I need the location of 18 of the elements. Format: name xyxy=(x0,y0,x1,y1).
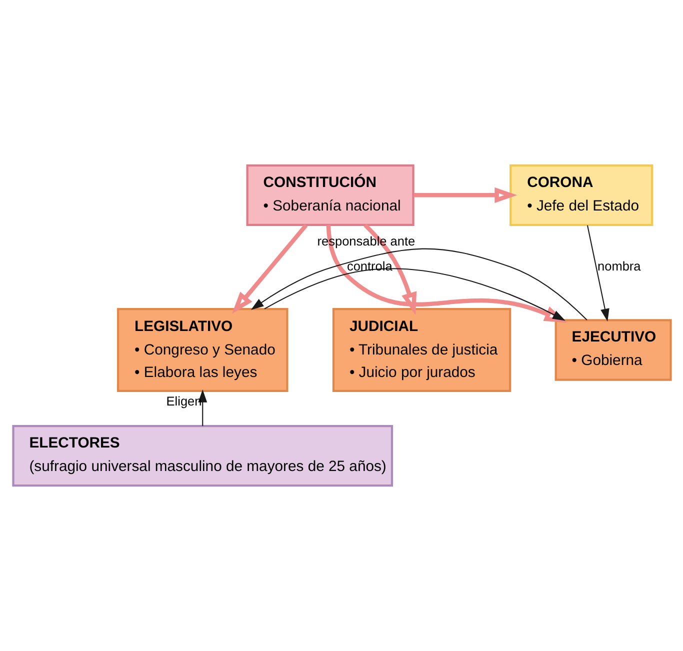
edge-label: controla xyxy=(346,258,392,274)
edge-label: Eligen xyxy=(166,393,202,408)
arrow xyxy=(264,268,565,321)
node-box: LEGISLATIVO • Congreso y Senado • Elabora las leyes xyxy=(116,308,288,392)
arrow xyxy=(198,390,207,426)
node-box: ELECTORES (sufragio universal masculino de mayores de 25 años) xyxy=(12,424,393,487)
arrow xyxy=(363,224,416,315)
arrow xyxy=(231,224,308,314)
edge-label: nombra xyxy=(597,258,640,274)
node-box: CORONA • Jefe del Estado xyxy=(509,164,653,226)
node-box: EJECUTIVO • Gobierna xyxy=(554,319,672,381)
node-box: CONSTITUCIÓN • Soberanía nacional xyxy=(246,164,414,226)
arrow xyxy=(413,187,517,204)
arrow xyxy=(250,248,587,320)
edge-label: responsable ante xyxy=(316,233,415,248)
node-box: JUDICIAL • Tribunales de justicia • Juicio por jurados xyxy=(332,308,511,392)
arrow xyxy=(586,225,609,322)
arrow xyxy=(326,224,566,323)
